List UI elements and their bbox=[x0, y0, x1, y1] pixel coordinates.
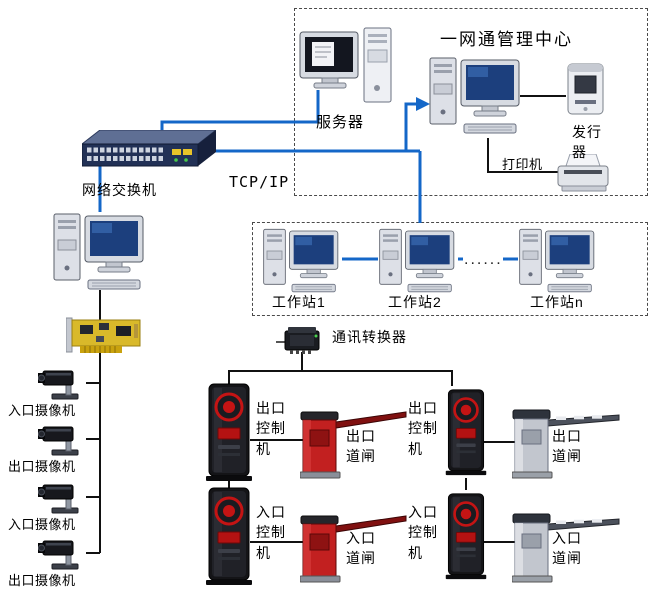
capture-card-icon bbox=[66, 316, 146, 356]
camera-3-label: 入口摄像机 bbox=[8, 517, 76, 532]
workstation-ellipsis: ...... bbox=[464, 251, 503, 268]
workstation-n-icon bbox=[518, 226, 598, 296]
network-switch-icon bbox=[82, 130, 216, 170]
workstation-2-label: 工作站2 bbox=[388, 294, 442, 310]
comm-converter-icon bbox=[276, 324, 328, 358]
exit-controller-b-icon bbox=[444, 382, 488, 482]
card-issuer-icon bbox=[564, 62, 608, 118]
entry-controller-a-label: 入口控制机 bbox=[256, 504, 286, 561]
protocol-label: TCP/IP bbox=[229, 173, 290, 191]
camera-1-icon bbox=[38, 366, 86, 400]
wire-controller-bus bbox=[228, 370, 453, 386]
switch-label: 网络交换机 bbox=[82, 182, 157, 198]
exit-gate-b-label: 出口道闸 bbox=[552, 428, 582, 465]
camera-1-label: 入口摄像机 bbox=[8, 403, 76, 418]
entry-controller-b-icon bbox=[444, 486, 488, 586]
entry-gate-a-label: 入口道闸 bbox=[346, 530, 376, 567]
entry-controller-b-label: 入口控制机 bbox=[408, 504, 438, 561]
workstation-1-label: 工作站1 bbox=[272, 294, 326, 310]
camera-3-icon bbox=[38, 480, 86, 514]
converter-label: 通讯转换器 bbox=[332, 329, 407, 345]
printer-label: 打印机 bbox=[502, 157, 543, 172]
camera-4-label: 出口摄像机 bbox=[8, 573, 76, 588]
workstations-box bbox=[252, 222, 648, 316]
workstation-2-icon bbox=[378, 226, 458, 296]
camera-2-label: 出口摄像机 bbox=[8, 459, 76, 474]
entry-gate-b-label: 入口道闸 bbox=[552, 530, 582, 567]
page-title: 一网通管理中心 bbox=[440, 30, 573, 49]
monitor-pc-icon bbox=[52, 210, 148, 294]
camera-2-icon bbox=[38, 422, 86, 456]
camera-4-icon bbox=[38, 536, 86, 570]
server-icon bbox=[298, 26, 394, 110]
issuer-label: 发行器 bbox=[572, 124, 602, 161]
exit-controller-a-icon bbox=[204, 382, 254, 482]
server-label: 服务器 bbox=[316, 114, 365, 131]
management-pc-icon bbox=[428, 54, 524, 138]
workstation-1-icon bbox=[262, 226, 342, 296]
exit-controller-b-label: 出口控制机 bbox=[408, 400, 438, 457]
exit-gate-a-label: 出口道闸 bbox=[346, 428, 376, 465]
workstation-n-label: 工作站n bbox=[530, 294, 584, 310]
exit-controller-a-label: 出口控制机 bbox=[256, 400, 286, 457]
entry-controller-a-icon bbox=[204, 486, 254, 586]
